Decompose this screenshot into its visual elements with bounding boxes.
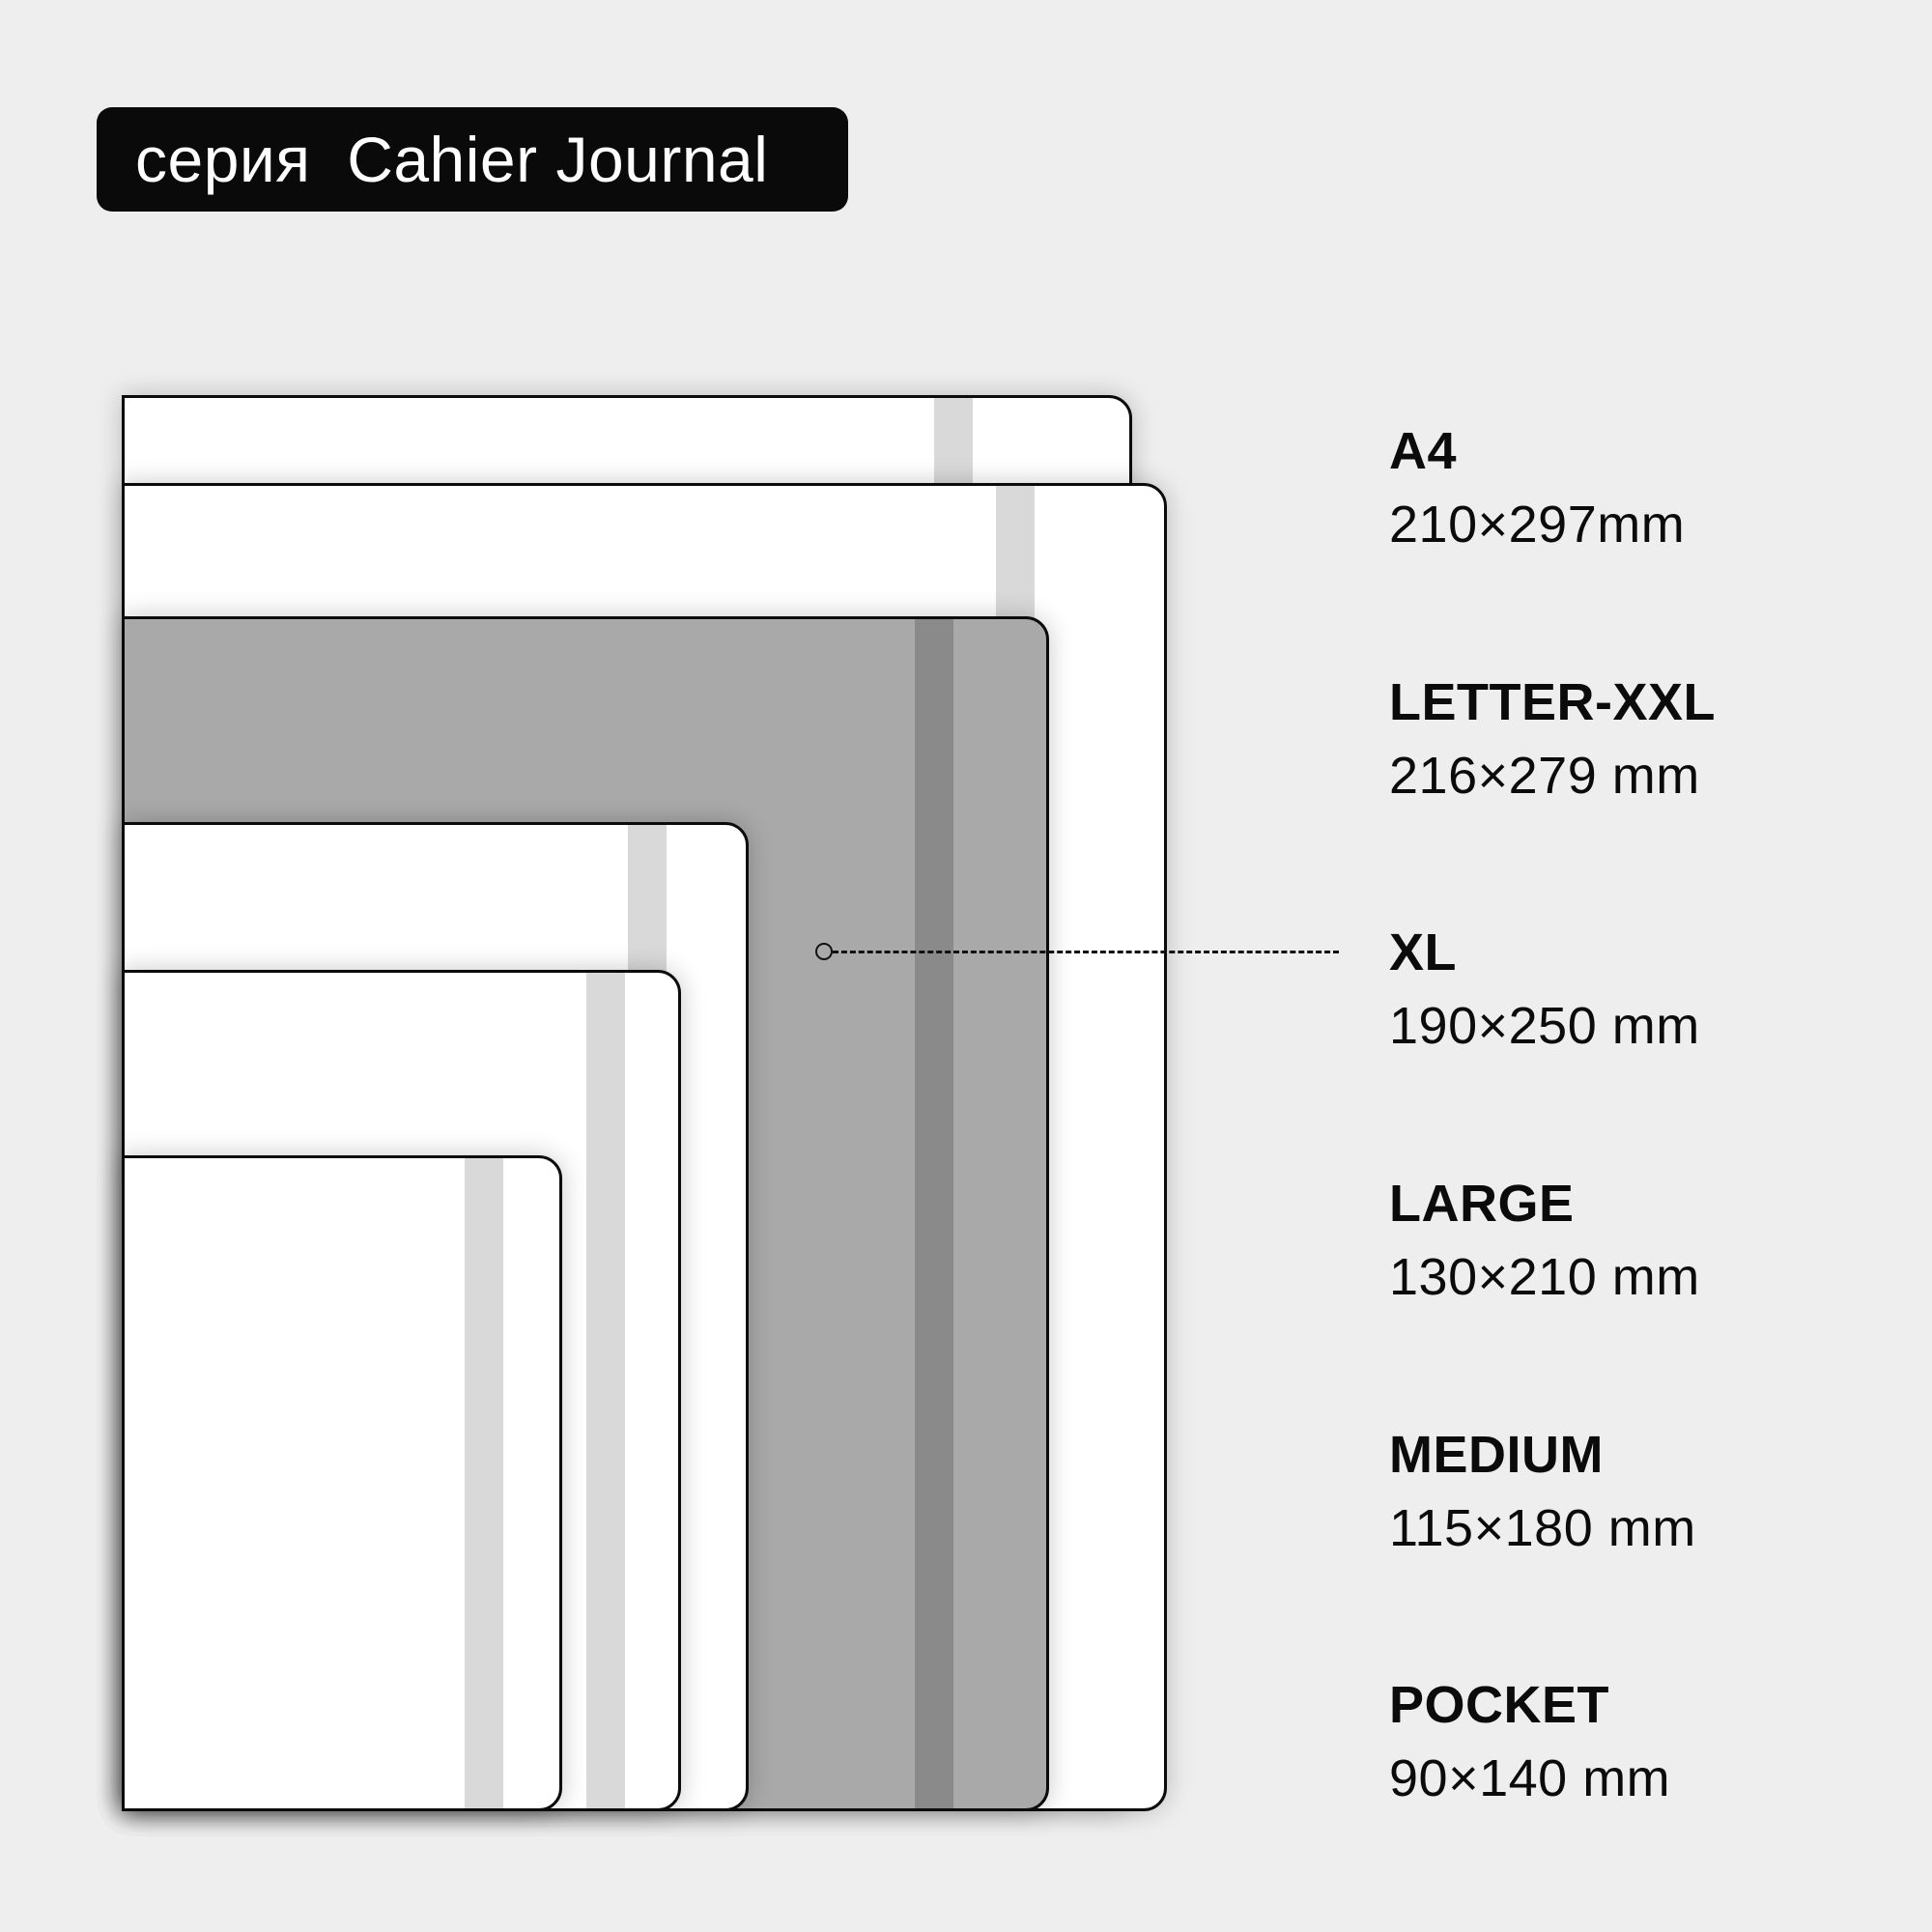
series-title-badge: серия Cahier Journal (97, 107, 848, 212)
size-dimensions: 90×140 mm (1389, 1749, 1671, 1807)
size-dimensions: 210×297mm (1389, 496, 1686, 554)
size-name: A4 (1389, 422, 1458, 480)
size-label-large: LARGE 130×210 mm (1389, 1178, 1700, 1303)
size-label-a4: A4 210×297mm (1389, 425, 1685, 551)
notebook-pocket (122, 1155, 562, 1811)
size-label-medium: MEDIUM 115×180 mm (1389, 1429, 1696, 1554)
size-label-letter-xxl: LETTER-XXL 216×279 mm (1389, 676, 1716, 802)
size-dimensions: 190×250 mm (1389, 997, 1700, 1055)
notebook-medium-elastic-band (586, 973, 625, 1808)
size-label-pocket: POCKET 90×140 mm (1389, 1679, 1670, 1804)
size-name: MEDIUM (1389, 1426, 1604, 1484)
size-name: POCKET (1389, 1676, 1610, 1734)
xl-pointer-dashed-line (833, 951, 1339, 953)
size-name: LARGE (1389, 1175, 1575, 1233)
size-dimensions: 130×210 mm (1389, 1248, 1700, 1306)
series-title: серия Cahier Journal (135, 124, 769, 195)
size-label-xl: XL 190×250 mm (1389, 926, 1700, 1052)
notebook-xl-elastic-band (915, 619, 953, 1808)
size-dimensions: 216×279 mm (1389, 747, 1700, 805)
notebook-pocket-elastic-band (465, 1158, 503, 1808)
xl-pointer-dot-icon (815, 943, 833, 960)
size-name: LETTER-XXL (1389, 673, 1716, 731)
size-name: XL (1389, 923, 1458, 981)
size-dimensions: 115×180 mm (1389, 1499, 1696, 1557)
